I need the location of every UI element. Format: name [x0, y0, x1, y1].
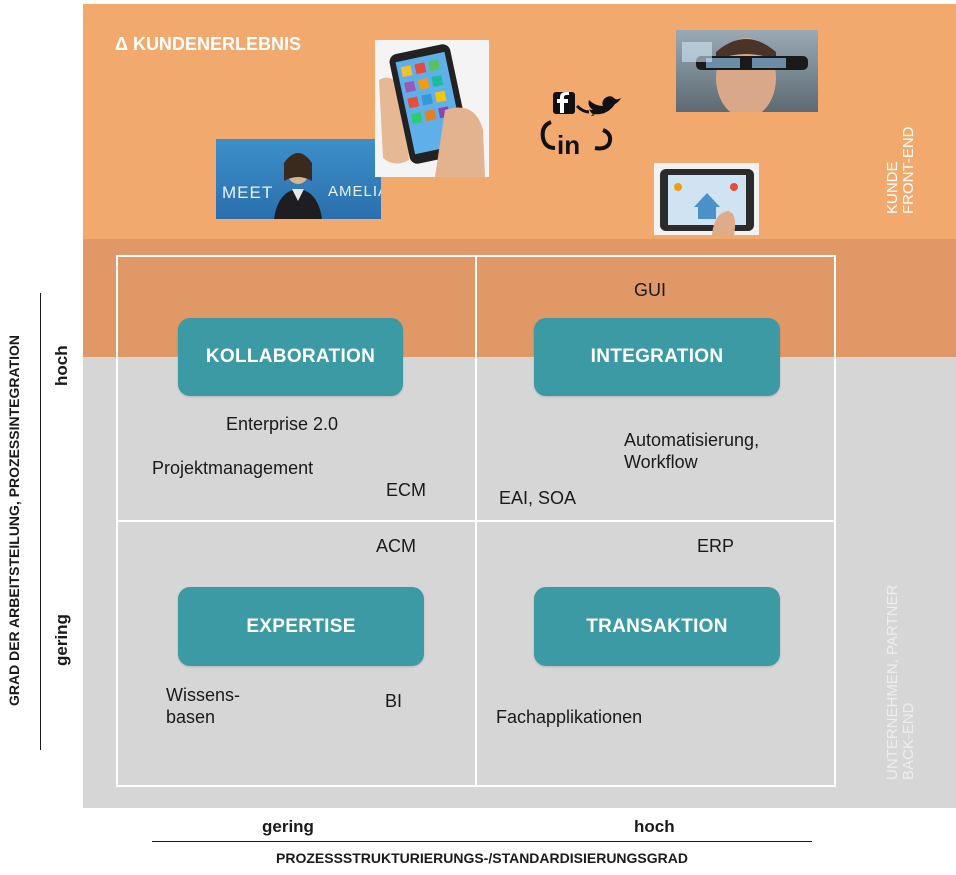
smartphone-icon: [379, 44, 485, 177]
term-gui: GUI: [634, 280, 667, 300]
term-projektmanagement: Projektmanagement: [152, 458, 314, 478]
back-end-label-line2: BACK-END: [900, 702, 917, 780]
tablet-smarthome-image: [654, 163, 759, 235]
x-axis-high-label: hoch: [634, 817, 675, 836]
term-wissensbasen-line2: basen: [166, 707, 216, 727]
social-media-graphic: in: [537, 86, 627, 166]
x-axis-line: [152, 841, 812, 842]
quadrant-kollaboration: KOLLABORATION: [178, 318, 403, 396]
amelia-image: MEET AMELIA: [216, 139, 381, 219]
svg-text:in: in: [557, 130, 580, 160]
term-wissensbasen: Wissens- basen: [166, 684, 240, 728]
back-end-band: [83, 357, 956, 808]
twitter-icon: [588, 96, 621, 116]
term-eai-soa: EAI, SOA: [499, 488, 577, 508]
term-automatisierung-line2: Workflow: [624, 452, 698, 472]
y-axis-high-label: hoch: [52, 345, 71, 387]
y-axis-line: [40, 293, 41, 750]
back-end-side-label: UNTERNEHMEN, PARTNER BACK-END: [884, 510, 917, 780]
amelia-avatar-icon: [274, 153, 322, 219]
quadrant-transaktion: TRANSAKTION: [534, 587, 780, 666]
glasses-icon: [682, 38, 808, 112]
term-automatisierung: Automatisierung, Workflow: [624, 429, 759, 473]
smart-glasses-image: [676, 30, 818, 112]
term-wissensbasen-line1: Wissens-: [166, 685, 241, 705]
tablet-icon: [660, 169, 754, 235]
linkedin-icon: in: [557, 130, 580, 160]
smartphone-apps-image: [375, 40, 489, 177]
front-end-label-line1: KUNDE: [884, 161, 901, 214]
term-enterprise: Enterprise 2.0: [226, 414, 339, 434]
matrix-horizontal-divider: [116, 520, 836, 522]
amelia-text-right: AMELIA: [328, 183, 381, 200]
back-end-label-line1: UNTERNEHMEN, PARTNER: [884, 584, 901, 780]
term-erp: ERP: [697, 536, 735, 556]
front-end-label-line2: FRONT-END: [900, 126, 917, 215]
term-acm: ACM: [376, 536, 416, 556]
x-axis-low-label: gering: [262, 817, 314, 836]
term-fachapplikationen: Fachapplikationen: [496, 707, 643, 727]
x-axis-title: PROZESSSTRUKTURIERUNGS-/STANDARDISIERUNG…: [276, 850, 688, 866]
term-automatisierung-line1: Automatisierung,: [624, 430, 760, 450]
quadrant-integration: INTEGRATION: [534, 318, 780, 396]
amelia-text-left: MEET: [222, 183, 274, 202]
y-axis-title: GRAD DER ARBEITSTEILUNG, PROZESSINTEGRAT…: [6, 334, 22, 706]
y-axis-low-label: gering: [52, 614, 71, 666]
term-ecm: ECM: [386, 480, 426, 500]
term-bi: BI: [385, 691, 403, 711]
front-end-side-label: KUNDE FRONT-END: [884, 84, 917, 215]
facebook-icon: [553, 92, 575, 114]
customer-experience-title: Δ KUNDENERLEBNIS: [115, 34, 301, 54]
quadrant-expertise: EXPERTISE: [178, 587, 424, 666]
